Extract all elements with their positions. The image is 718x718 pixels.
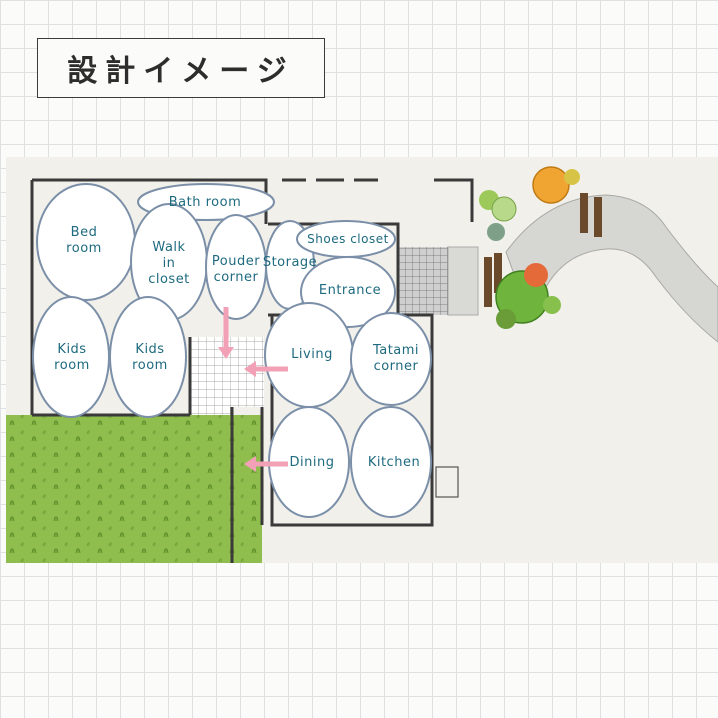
floor-plan-drawing <box>6 166 718 563</box>
room-label-kids-room-2: Kids room <box>132 342 168 373</box>
bubble-kitchen <box>350 406 432 518</box>
plants <box>479 166 580 329</box>
room-label-shoes-closet: Shoes closet <box>307 232 389 246</box>
room-bubbles <box>32 183 432 518</box>
stepping-stone <box>594 197 602 237</box>
room-label-tatami-corner: Tatami corner <box>372 343 420 374</box>
bubble-kids-room-2 <box>109 296 187 418</box>
room-label-storage: Storage <box>262 255 318 270</box>
red-plant <box>524 263 548 287</box>
room-label-kids-room-1: Kids room <box>54 342 90 373</box>
approach-tiles <box>398 247 448 315</box>
floor-plan: Bath room Bed room Walk in closet Pouder… <box>6 157 718 563</box>
room-label-bath-room: Bath room <box>168 195 242 210</box>
room-label-entrance: Entrance <box>318 283 382 298</box>
shrub-yellow <box>564 169 580 185</box>
stepping-stone <box>580 193 588 233</box>
room-label-dining: Dining <box>289 455 335 470</box>
shrub-orange <box>532 166 570 204</box>
room-label-walk-in-closet: Walk in closet <box>148 240 190 287</box>
room-label-pouder-corner: Pouder corner <box>211 254 261 285</box>
porch <box>447 246 479 316</box>
room-label-bed-room: Bed room <box>66 225 102 256</box>
agave <box>487 223 505 241</box>
shrub-bottom <box>496 309 516 329</box>
page-title: 設計イメージ <box>67 54 295 89</box>
shrub-light <box>491 196 517 222</box>
bubble-tatami-corner <box>350 312 432 406</box>
stepping-stone <box>494 253 502 293</box>
garden-path <box>505 194 718 343</box>
small-box <box>435 466 459 498</box>
room-label-living: Living <box>291 347 333 362</box>
room-label-kitchen: Kitchen <box>367 455 421 470</box>
lawn <box>6 415 262 563</box>
stepping-stone <box>484 257 492 307</box>
flow-arrows <box>218 307 288 472</box>
shrub-small <box>543 296 561 314</box>
title-box: 設計イメージ <box>37 38 325 98</box>
